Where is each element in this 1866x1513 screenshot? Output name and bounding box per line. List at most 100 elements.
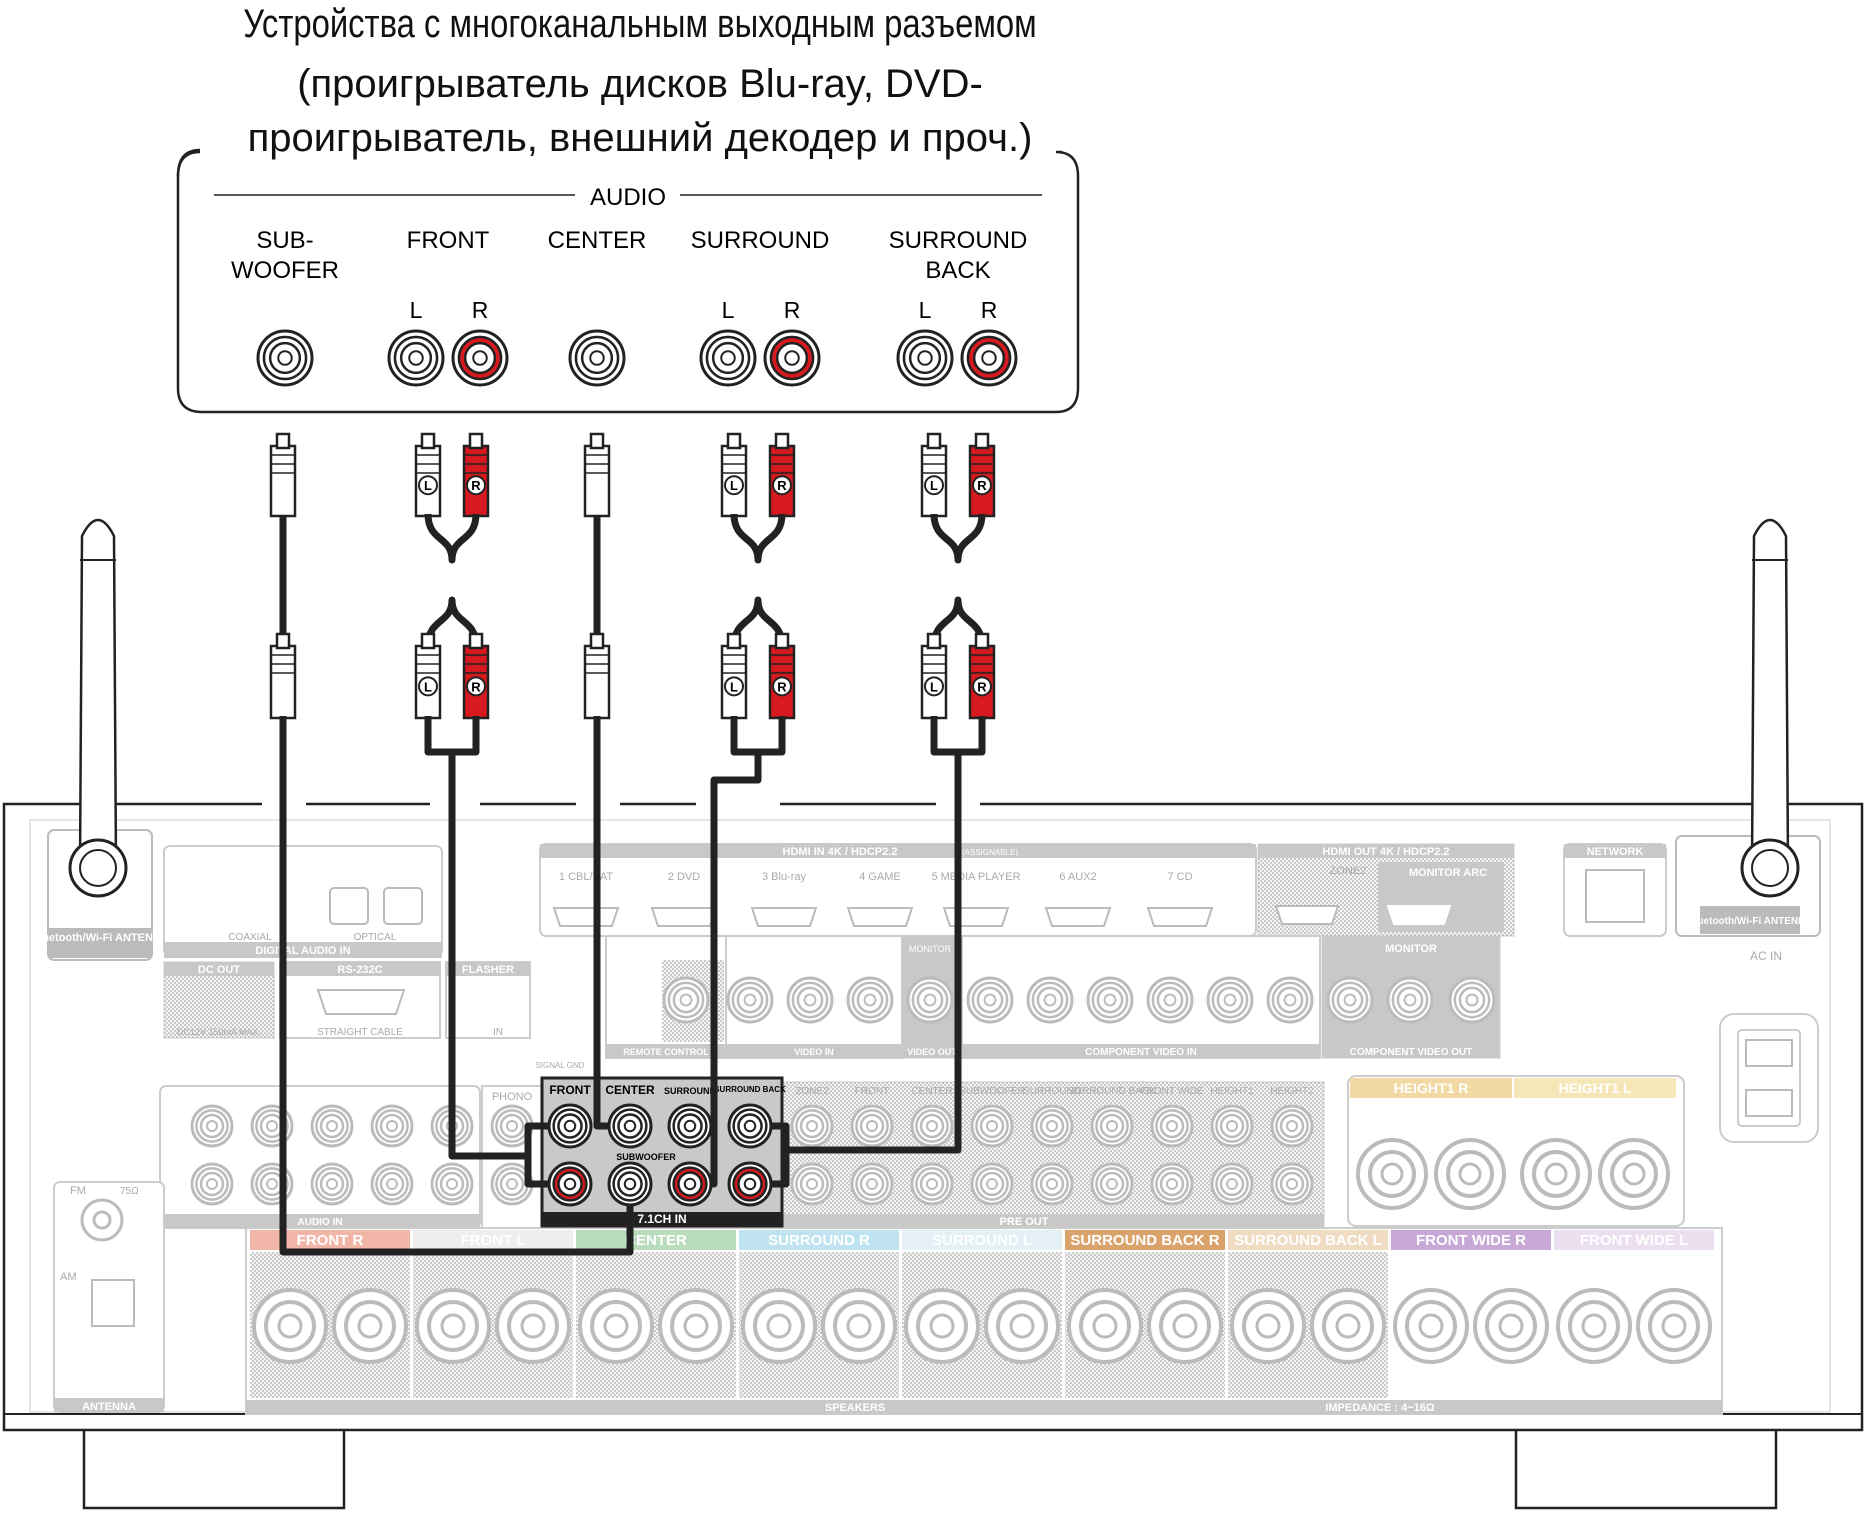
- ch71-jack-front-r: [547, 1161, 593, 1207]
- splitter-sback-bottom: [930, 596, 986, 647]
- audio-in-l-3: [370, 1104, 414, 1148]
- hdmi-in-port-label-6: 6 AUX2: [1059, 871, 1096, 883]
- plug-surround-r-bottom: R: [768, 632, 796, 720]
- center-label: CENTER: [548, 227, 647, 254]
- surround-back-label-1: SURROUND: [889, 227, 1028, 254]
- audio-in-r-5: [490, 1162, 534, 1206]
- route-sback-r: [772, 1150, 790, 1188]
- plug-front-r-bottom: R: [462, 632, 490, 720]
- plug-sub-bottom: [269, 632, 297, 720]
- video-jack-11: [1326, 976, 1374, 1024]
- video-jack-4: [906, 976, 954, 1024]
- digital-audio-in-label: DIGITAL AUDIO IN: [255, 945, 350, 957]
- remote-control-label: REMOTE CONTROL: [623, 1047, 709, 1057]
- speaker-banner-2: [576, 1230, 736, 1250]
- ch71-front-label: FRONT: [549, 1083, 591, 1097]
- pre-out-jack-a-8: [1270, 1104, 1314, 1148]
- video-jack-6: [1026, 976, 1074, 1024]
- splitter-sback-top: [930, 513, 986, 564]
- subwoofer-label-2: WOOFER: [231, 257, 339, 284]
- pre-out-label-6: FRONT WIDE: [1140, 1086, 1203, 1097]
- coaxial-label: COAXIAL: [228, 932, 272, 943]
- ch71-surround-back-label: SURROUND BACK: [714, 1085, 786, 1094]
- speaker-label-4: SURROUND L: [932, 1232, 1032, 1249]
- ch71-jack-surround-l: [667, 1103, 713, 1149]
- audio-in-label: AUDIO IN: [298, 1217, 343, 1228]
- wifi-antenna-right: [1740, 518, 1800, 898]
- plug-front-r-top: R: [462, 432, 490, 518]
- video-jacks: [662, 976, 1496, 1024]
- video-out-label: VIDEO OUT: [907, 1047, 957, 1057]
- source-output-jacks: [256, 329, 1018, 387]
- height-banner-1: [1514, 1078, 1676, 1098]
- impedance-label: IMPEDANCE : 4~16Ω: [1325, 1402, 1435, 1414]
- ch71-jacks: [547, 1103, 773, 1207]
- phono-label: PHONO: [492, 1091, 533, 1103]
- video-jack-1: [726, 976, 774, 1024]
- plug-sback-l-bottom: L: [920, 632, 948, 720]
- source-jack-center: [568, 329, 626, 387]
- hdmi-in-port-label-7: 7 CD: [1167, 871, 1192, 883]
- monitor-arc-label: MONITOR ARC: [1409, 867, 1487, 879]
- network-label: NETWORK: [1587, 846, 1644, 858]
- pre-out-jack-b-6: [1150, 1162, 1194, 1206]
- hdmi-in-port-label-5: 5 MEDIA PLAYER: [931, 871, 1020, 883]
- cable-sback-join: [930, 716, 986, 756]
- component-video-in-label: COMPONENT VIDEO IN: [1085, 1047, 1197, 1058]
- splitter-front-bottom: [424, 596, 480, 647]
- svg-text:R: R: [977, 478, 987, 493]
- dc-spec-label: DC12V 150mA MAX.: [177, 1027, 261, 1037]
- source-device-panel: AUDIO SUB- WOOFER FRONT CENTER SURROUND …: [176, 148, 1080, 414]
- speaker-label-5: SURROUND BACK R: [1070, 1232, 1219, 1249]
- pre-out-jack-a-1: [850, 1104, 894, 1148]
- speaker-banner-5: [1065, 1230, 1225, 1250]
- audio-in-r-0: [190, 1162, 234, 1206]
- fm-label: FM: [70, 1185, 86, 1197]
- hdmi-in-port-6: [1044, 907, 1112, 927]
- hdmi-in-port-label-3: 3 Blu-ray: [762, 871, 807, 883]
- hdmi-in-port-7: [1146, 907, 1214, 927]
- hdmi-assignable-label: (ASSIGNABLE): [962, 848, 1018, 857]
- ch71-in-label: 7.1CH IN: [637, 1212, 686, 1226]
- pre-out-jack-b-4: [1030, 1162, 1074, 1206]
- plug-surround-r-top: R: [768, 432, 796, 518]
- plug-sub-top: [269, 432, 297, 518]
- video-jack-3: [846, 976, 894, 1024]
- pre-out-jack-a-3: [970, 1104, 1014, 1148]
- video-jack-8: [1146, 976, 1194, 1024]
- hdmi-in-port-4: [846, 907, 914, 927]
- caption-line-1: Устройства с многоканальным выходным раз…: [243, 2, 1037, 46]
- receiver-rear-panel: Bluetooth/Wi-Fi ANTENNA Bluetooth/Wi-Fi …: [2, 796, 1864, 1510]
- pre-out-label-3: SUBWOOFER: [959, 1086, 1025, 1097]
- pre-out-label-1: FRONT: [855, 1086, 889, 1097]
- plug-center-top: [583, 432, 611, 518]
- pre-out-label-2: CENTER: [911, 1086, 952, 1097]
- plug-surround-l-top: L: [720, 432, 748, 518]
- wifi-antenna-left: [68, 518, 128, 898]
- video-jack-2: [786, 976, 834, 1024]
- height-label-0: HEIGHT1 R: [1394, 1080, 1469, 1096]
- pre-out-label-5: SURROUND BACK: [1068, 1086, 1156, 1097]
- svg-text:L: L: [424, 679, 432, 694]
- svg-text:L: L: [930, 679, 938, 694]
- hdmi-in-port-label-4: 4 GAME: [859, 871, 901, 883]
- surround-l-mark: L: [722, 297, 735, 323]
- speaker-banner-7: [1391, 1230, 1551, 1250]
- plug-center-bottom: [583, 632, 611, 720]
- splitter-surround-bottom: [730, 596, 786, 647]
- svg-text:L: L: [730, 679, 738, 694]
- dc-out-label: DC OUT: [198, 964, 240, 976]
- source-jack-sback-l: [896, 329, 954, 387]
- ch71-surround-label: SURROUND: [664, 1086, 717, 1096]
- source-jack-sub: [256, 329, 314, 387]
- speaker-banner-3: [739, 1230, 899, 1250]
- video-jack-12: [1386, 976, 1434, 1024]
- straight-cable-label: STRAIGHT CABLE: [317, 1027, 403, 1038]
- hdmi-in-port-label-1: 1 CBL/SAT: [559, 871, 613, 883]
- speaker-label-7: FRONT WIDE R: [1416, 1232, 1526, 1249]
- route-center: [593, 716, 610, 1130]
- hdmi-in-label: HDMI IN 4K / HDCP2.2: [783, 846, 898, 858]
- ch71-subwoofer-label: SUBWOOFER: [616, 1152, 676, 1162]
